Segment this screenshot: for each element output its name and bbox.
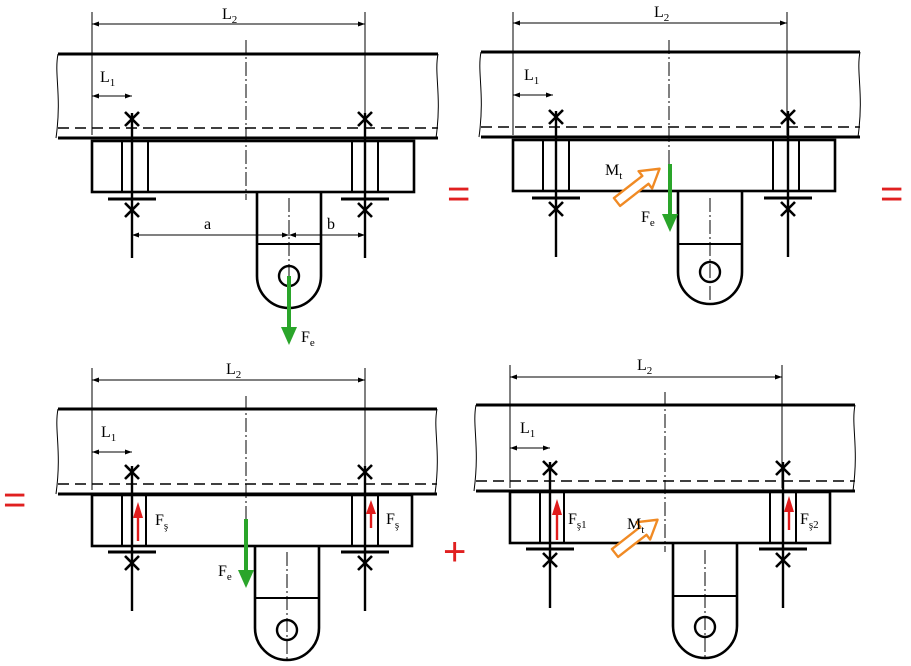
lifting-lug (676, 191, 744, 306)
moment-Mt-arrow (610, 518, 659, 559)
panel-2: L2 L1 Mt Fe (478, 4, 861, 306)
label-Fe: Fe (301, 329, 315, 349)
equals-sign-1: = (447, 172, 470, 216)
panel-3: L2 L1 Fş Fş (55, 361, 438, 662)
label-Fe: Fe (641, 209, 655, 229)
plus-sign: + (443, 530, 466, 574)
label-Fs2: Fş2 (800, 511, 819, 531)
label-L1: L1 (524, 67, 539, 87)
label-Fe: Fe (218, 563, 232, 583)
moment-Mt-arrow (612, 167, 661, 208)
force-Fe-arrow (238, 519, 254, 588)
label-Mt: Mt (605, 162, 622, 182)
force-Fe-arrow (662, 164, 678, 232)
label-b: b (327, 216, 335, 233)
panel-1: L2 L1 a b (55, 6, 439, 349)
force-Fs1-arrow (552, 499, 562, 540)
force-Fs2-arrow (784, 496, 794, 530)
lifting-lug (253, 546, 321, 662)
label-L1: L1 (101, 424, 116, 444)
label-L2: L2 (637, 357, 652, 377)
label-L2: L2 (654, 4, 669, 24)
label-L1: L1 (100, 69, 115, 89)
label-Fs-left: Fş (155, 512, 168, 532)
label-Fs-right: Fş (386, 511, 399, 531)
label-a: a (204, 216, 211, 233)
lifting-lug (671, 543, 739, 660)
label-L2: L2 (222, 6, 237, 26)
label-L1: L1 (520, 420, 535, 440)
panel-4: L2 L1 Fş1 Fş2 (473, 357, 856, 660)
label-L2: L2 (226, 361, 241, 381)
label-Mt: Mt (627, 516, 644, 536)
force-Fs-left-arrow (133, 502, 143, 541)
force-Fe-arrow (281, 276, 297, 345)
label-Fs1: Fş1 (568, 511, 587, 531)
equals-sign-3: = (3, 478, 26, 522)
equals-sign-2: = (880, 172, 903, 216)
force-Fs-right-arrow (366, 500, 376, 528)
